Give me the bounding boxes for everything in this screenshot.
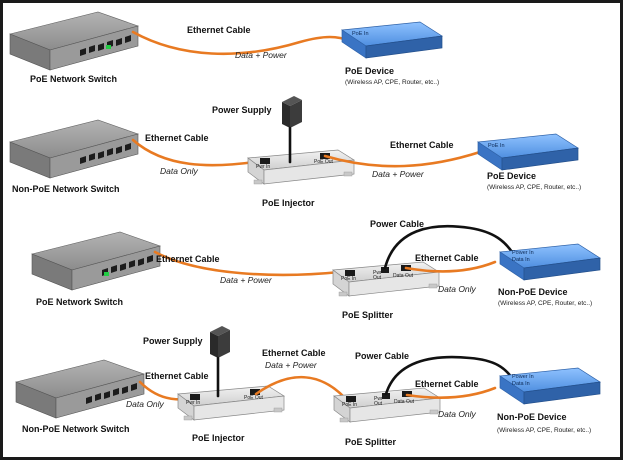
power-cable-row3 <box>383 224 514 270</box>
ethernet-cable-row3-a <box>153 250 342 277</box>
device-sub: (Wireless AP, CPE, Router, etc..) <box>498 300 592 307</box>
splitter-port-pwr-b: Out <box>373 275 382 281</box>
cable3-label: Ethernet Cable <box>415 379 479 389</box>
switch-label: Non-PoE Network Switch <box>12 184 120 194</box>
ethernet-cable-row3-b <box>404 260 497 273</box>
poe-device-icon: PoE In <box>341 21 443 59</box>
injector-port-out: PoE Out <box>244 395 264 401</box>
device-port-2: Data In <box>512 257 530 263</box>
power-cable-row4 <box>384 355 514 396</box>
poe-injector-icon: Pwr In PoE Out <box>177 385 285 421</box>
device-port-1: Power In <box>512 374 534 380</box>
cable1-label: Ethernet Cable <box>156 254 220 264</box>
cable2-caption: Data + Power <box>265 360 318 370</box>
ethernet-cable-row2-b <box>323 150 482 168</box>
splitter-port-pwr-a: Pwr <box>374 396 383 402</box>
device-port-2: Data In <box>512 381 530 387</box>
network-switch-icon <box>31 231 161 291</box>
cable1-label: Ethernet Cable <box>145 133 209 143</box>
power-cable-label: Power Cable <box>370 219 424 229</box>
switch-label: Non-PoE Network Switch <box>22 424 130 434</box>
cable1-caption: Data Only <box>126 399 165 409</box>
switch-label: PoE Network Switch <box>36 297 123 307</box>
injector-label: PoE Injector <box>262 198 315 208</box>
device-port-1: Power In <box>512 250 534 256</box>
cable2-caption: Data Only <box>438 284 477 294</box>
row-3: PoE In Pwr Out Data Out Power In Data In… <box>31 219 601 320</box>
row-2: Pwr In PoE Out PoE In Non-PoE Network Sw… <box>9 96 581 208</box>
device-sub: (Wireless AP, CPE, Router, etc..) <box>487 184 581 191</box>
power-supply-label: Power Supply <box>212 105 272 115</box>
cable2-label: Ethernet Cable <box>390 140 454 150</box>
power-supply-icon <box>282 96 302 128</box>
network-switch-icon <box>9 11 139 71</box>
ethernet-cable-row4-b <box>254 375 347 400</box>
injector-port-in: Pwr In <box>186 400 200 406</box>
poe-device-icon: PoE In <box>477 133 579 171</box>
row-4: Pwr In PoE Out PoE In Pwr Out Data Out P… <box>15 326 601 447</box>
cable-caption: Data + Power <box>235 50 288 60</box>
cable2-caption: Data + Power <box>372 169 425 179</box>
cable-label: Ethernet Cable <box>187 25 251 35</box>
ethernet-cable-row2-a <box>131 138 257 167</box>
splitter-port-data: Data Out <box>393 273 414 279</box>
device-label: PoE Device <box>345 66 394 76</box>
cable2-label: Ethernet Cable <box>262 348 326 358</box>
cable1-caption: Data + Power <box>220 275 273 285</box>
power-cable-label: Power Cable <box>355 351 409 361</box>
cable3-caption: Data Only <box>438 409 477 419</box>
splitter-label: PoE Splitter <box>342 310 394 320</box>
device-sub: (Wireless AP, CPE, Router, etc..) <box>497 427 591 434</box>
ethernet-cable-row4-c <box>405 386 497 399</box>
injector-port-out: PoE Out <box>314 159 334 165</box>
power-supply-label: Power Supply <box>143 336 203 346</box>
switch-label: PoE Network Switch <box>30 74 117 84</box>
cable2-label: Ethernet Cable <box>415 253 479 263</box>
cable1-label: Ethernet Cable <box>145 371 209 381</box>
injector-label: PoE Injector <box>192 433 245 443</box>
device-label: PoE Device <box>487 171 536 181</box>
row-1: PoE In PoE Network Switch Ethernet Cable… <box>9 11 443 86</box>
non-poe-device-icon: Power In Data In <box>499 367 601 405</box>
splitter-port-in: PoE In <box>342 402 357 408</box>
injector-port-in: Pwr In <box>256 164 270 170</box>
device-label: Non-PoE Device <box>498 287 568 297</box>
device-port-label: PoE In <box>488 143 505 149</box>
power-supply-icon <box>210 326 230 358</box>
splitter-port-pwr-b: Out <box>374 401 383 407</box>
splitter-port-pwr-a: Pwr <box>373 270 382 276</box>
splitter-port-data: Data Out <box>394 399 415 405</box>
device-port-label: PoE In <box>352 31 369 37</box>
cable1-caption: Data Only <box>160 166 199 176</box>
splitter-port-in: PoE In <box>341 276 356 282</box>
device-sub: (Wireless AP, CPE, Router, etc..) <box>345 79 439 86</box>
device-label: Non-PoE Device <box>497 412 567 422</box>
splitter-label: PoE Splitter <box>345 437 397 447</box>
non-poe-device-icon: Power In Data In <box>499 243 601 281</box>
ethernet-cable-row1 <box>131 30 352 56</box>
